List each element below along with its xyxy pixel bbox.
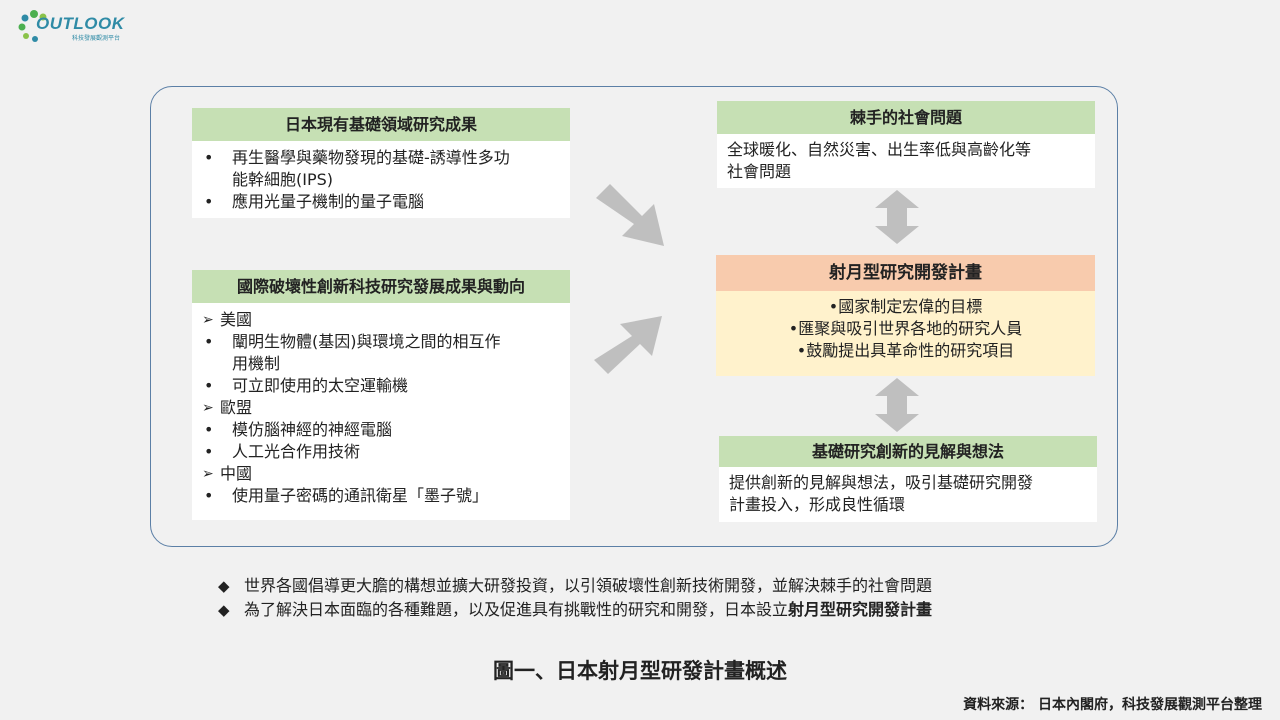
- logo-wordmark: OUTLOOK: [36, 14, 125, 33]
- double-arrow-vertical-icon: [875, 190, 919, 244]
- innovation-ideas-text: 提供創新的見解與想法，吸引基礎研究開發計畫投入，形成良性循環: [719, 467, 1097, 521]
- list-item-line: 模仿腦神經的神經電腦: [232, 420, 393, 439]
- list-item-line: 再生醫學與藥物發現的基礎-誘導性多功: [232, 148, 510, 167]
- list-item-line: 人工光合作用技術: [232, 442, 361, 461]
- list-item: 使用量子密碼的通訊衛星「墨子號」: [202, 485, 562, 507]
- list-item-line: 美國: [220, 310, 253, 329]
- international-trends-list: 美國闡明生物體(基因)與環境之間的相互作用機制可立即使用的太空運輸機歐盟模仿腦神…: [192, 303, 570, 513]
- diamond-bullet-icon: ◆: [218, 577, 230, 595]
- logo-leaf-icon: [18, 10, 47, 42]
- innovation-ideas-title: 基礎研究創新的見解與想法: [719, 436, 1097, 467]
- text-line: •匯聚與吸引世界各地的研究人員: [788, 319, 1023, 338]
- summary-note-1-text: 世界各國倡導更大膽的構想並擴大研發投資，以引領破壞性創新技術開發，並解決棘手的社…: [244, 576, 933, 595]
- list-item: 應用光量子機制的量子電腦: [202, 191, 562, 213]
- international-trends-box: 國際破壞性創新科技研究發展成果與動向 美國闡明生物體(基因)與環境之間的相互作用…: [192, 270, 570, 520]
- text-line: 提供創新的見解與想法，吸引基礎研究開發: [729, 473, 1034, 492]
- logo-subtitle: 科技發展觀測平台: [72, 35, 121, 42]
- text-line: 社會問題: [727, 162, 792, 181]
- international-trends-title: 國際破壞性創新科技研究發展成果與動向: [192, 270, 570, 303]
- social-problems-text: 全球暖化、自然災害、出生率低與高齡化等社會問題: [717, 134, 1095, 188]
- japan-research-title: 日本現有基礎領域研究成果: [192, 108, 570, 141]
- outlook-logo: OUTLOOK 科技發展觀測平台: [14, 6, 124, 46]
- diagram-frame: [150, 86, 1118, 547]
- summary-note-1: ◆ 世界各國倡導更大膽的構想並擴大研發投資，以引領破壞性創新技術開發，並解決棘手…: [218, 574, 932, 598]
- region-heading: 中國: [202, 463, 562, 485]
- list-item: 模仿腦神經的神經電腦: [202, 419, 562, 441]
- arrow-down-right-icon: [596, 184, 664, 246]
- list-item-line: 可立即使用的太空運輸機: [232, 376, 409, 395]
- innovation-ideas-box: 基礎研究創新的見解與想法 提供創新的見解與想法，吸引基礎研究開發計畫投入，形成良…: [719, 436, 1097, 522]
- text-line: 計畫投入，形成良性循環: [729, 495, 906, 514]
- moonshot-program-box: 射月型研究開發計畫 •國家制定宏偉的目標 •匯聚與吸引世界各地的研究人員 •鼓勵提出…: [716, 255, 1095, 376]
- list-item-line: 使用量子密碼的通訊衛星「墨子號」: [232, 486, 489, 505]
- moonshot-program-title: 射月型研究開發計畫: [716, 255, 1095, 291]
- list-item-line: 闡明生物體(基因)與環境之間的相互作: [232, 332, 501, 351]
- list-item-line: 歐盟: [220, 398, 253, 417]
- social-problems-title: 棘手的社會問題: [717, 101, 1095, 134]
- summary-note-2-bold: 射月型研究開發計畫: [788, 600, 933, 619]
- list-item-line: 中國: [220, 464, 253, 483]
- summary-notes: ◆ 世界各國倡導更大膽的構想並擴大研發投資，以引領破壞性創新技術開發，並解決棘手…: [218, 574, 932, 622]
- list-item-line: 能幹細胞(IPS): [232, 170, 334, 189]
- list-item: 可立即使用的太空運輸機: [202, 375, 562, 397]
- region-heading: 歐盟: [202, 397, 562, 419]
- text-line: •鼓勵提出具革命性的研究項目: [796, 341, 1015, 360]
- list-item-line: 用機制: [232, 354, 281, 373]
- text-line: •國家制定宏偉的目標: [828, 297, 983, 316]
- japan-research-box: 日本現有基礎領域研究成果 再生醫學與藥物發現的基礎-誘導性多功能幹細胞(IPS)…: [192, 108, 570, 218]
- text-line: 全球暖化、自然災害、出生率低與高齡化等: [727, 140, 1032, 159]
- summary-note-2-text: 為了解決日本面臨的各種難題，以及促進具有挑戰性的研究和開發，日本設立: [244, 600, 789, 619]
- list-item: 人工光合作用技術: [202, 441, 562, 463]
- figure-caption: 圖一、日本射月型研發計畫概述: [493, 659, 787, 683]
- summary-note-2: ◆ 為了解決日本面臨的各種難題，以及促進具有挑戰性的研究和開發，日本設立射月型研…: [218, 598, 932, 622]
- list-item-line: 應用光量子機制的量子電腦: [232, 192, 425, 211]
- region-heading: 美國: [202, 309, 562, 331]
- source-note: 資料來源： 日本內閣府，科技發展觀測平台整理: [963, 697, 1262, 713]
- diamond-bullet-icon-2: ◆: [218, 601, 230, 619]
- social-problems-box: 棘手的社會問題 全球暖化、自然災害、出生率低與高齡化等社會問題: [717, 101, 1095, 188]
- moonshot-program-points: •國家制定宏偉的目標 •匯聚與吸引世界各地的研究人員 •鼓勵提出具革命性的研究項目: [716, 291, 1095, 376]
- double-arrow-vertical-icon-lower: [875, 378, 919, 432]
- arrow-up-right-icon: [594, 316, 662, 374]
